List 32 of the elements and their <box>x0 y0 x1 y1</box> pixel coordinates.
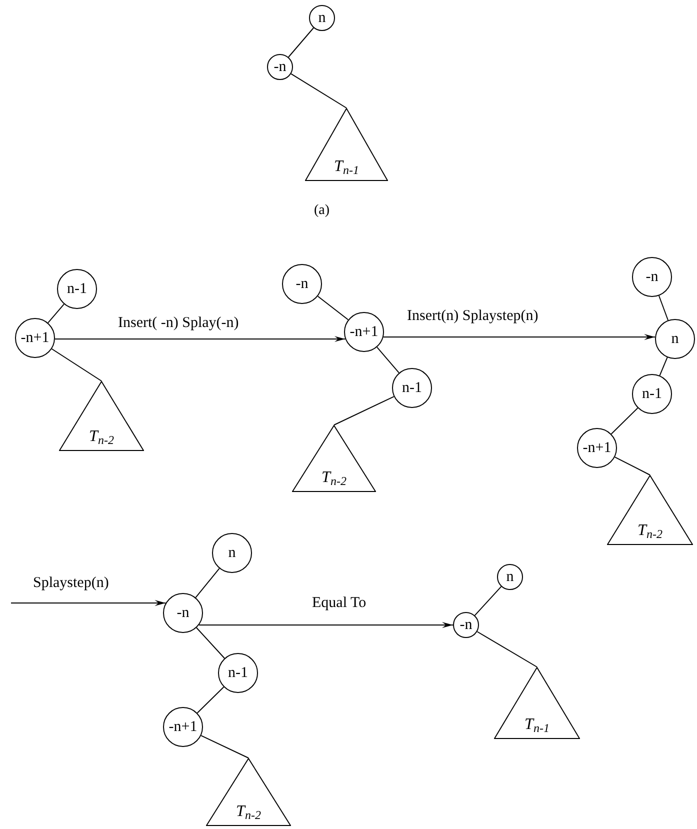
tree-branch-line <box>658 295 669 321</box>
edge-label: Insert(n) Splaystep(n) <box>407 307 538 326</box>
tree-branch-line <box>200 735 249 758</box>
tree-branch-line <box>48 304 64 324</box>
tree-branch-line <box>376 346 400 374</box>
subtree-label: T$_{n-2}$ <box>322 470 346 486</box>
edge-label: Equal To <box>312 594 366 613</box>
arrow <box>10 600 166 606</box>
tree-branch-line <box>610 408 638 434</box>
subtree-label: T$_{n-2}$ <box>638 523 662 539</box>
tree-branch-line <box>196 627 225 659</box>
arrow <box>198 622 454 628</box>
tree-branch-line <box>317 296 349 320</box>
tree-branch-line <box>195 568 220 598</box>
tree-branch-line <box>290 73 347 108</box>
tree-branch-line <box>476 631 538 668</box>
subtree-label: T$_{n-1}$ <box>524 717 550 733</box>
tree-branch-line <box>51 348 102 382</box>
tree-branch-line <box>196 686 224 714</box>
tree-branch-line <box>474 586 502 616</box>
tree-branch-line <box>334 396 394 426</box>
edge-label: Splaystep(n) <box>33 574 109 593</box>
arrow <box>382 334 656 340</box>
edge-label: Insert( -n) Splay(-n) <box>118 314 239 333</box>
subtree-label: T$_{n-1}$ <box>334 159 359 175</box>
subtree-label: T$_{n-2}$ <box>236 804 261 820</box>
caption: (a) <box>314 202 330 220</box>
tree-branch-line <box>288 27 314 58</box>
tree-branch-line <box>614 456 650 476</box>
subtree-label: T$_{n-2}$ <box>89 429 114 445</box>
arrow <box>54 336 346 342</box>
tree-branch-line <box>659 356 668 376</box>
